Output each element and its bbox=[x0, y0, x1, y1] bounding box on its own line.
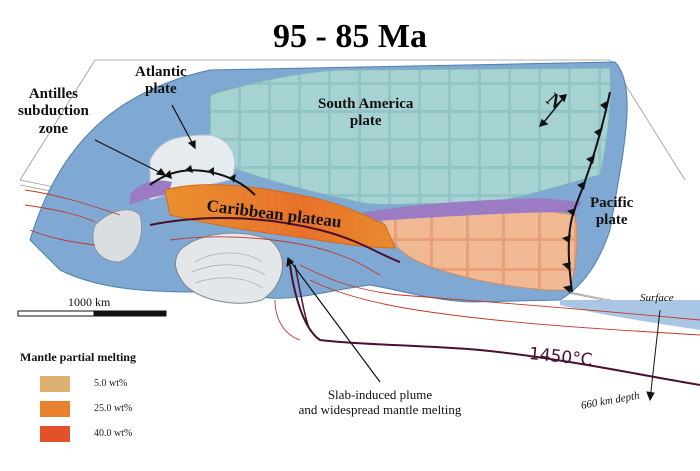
atlantic-pointer bbox=[171, 104, 196, 150]
legend-label: 25.0 wt% bbox=[94, 403, 133, 414]
arc-purple-left bbox=[130, 180, 172, 205]
north-arrow bbox=[538, 94, 568, 128]
slab-extension-right bbox=[560, 300, 700, 330]
antilles-pointer bbox=[94, 139, 167, 176]
thermal-contours bbox=[24, 189, 700, 386]
page-title: 95 - 85 Ma bbox=[273, 18, 427, 55]
plume-center-grey bbox=[174, 232, 283, 304]
legend-title: Mantle partial melting bbox=[20, 350, 136, 364]
legend-swatch bbox=[40, 426, 70, 442]
atlantic-plate-label: Atlantic plate bbox=[135, 64, 187, 98]
plume-pointer bbox=[286, 256, 381, 383]
legend-swatch bbox=[40, 401, 70, 417]
arc-purple-center bbox=[350, 198, 582, 222]
pacific-trench-teeth bbox=[562, 100, 609, 293]
plume-caption: Slab-induced plume and widespread mantle… bbox=[298, 387, 462, 417]
scale-bar-label: 1000 km bbox=[68, 295, 111, 309]
scale-bar bbox=[17, 310, 167, 317]
plume-left-grey bbox=[92, 209, 143, 263]
antilles-subduction-label: Antilles subduction zone bbox=[18, 86, 89, 137]
antilles-trench-teeth bbox=[164, 165, 236, 183]
depth-arrow bbox=[646, 309, 661, 402]
south-america-plate bbox=[209, 67, 612, 206]
legend-label: 40.0 wt% bbox=[94, 428, 133, 439]
pacific-trench-line bbox=[567, 91, 611, 293]
legend-swatch bbox=[40, 376, 70, 392]
plume-swirl-lines bbox=[191, 252, 266, 289]
pacific-plate-label: Pacific plate bbox=[590, 195, 634, 229]
south-america-plate-label: South America plate bbox=[318, 96, 414, 130]
surface-label: Surface bbox=[640, 292, 674, 304]
caribbean-plateau-body bbox=[164, 184, 396, 249]
legend-label: 5.0 wt% bbox=[94, 378, 128, 389]
